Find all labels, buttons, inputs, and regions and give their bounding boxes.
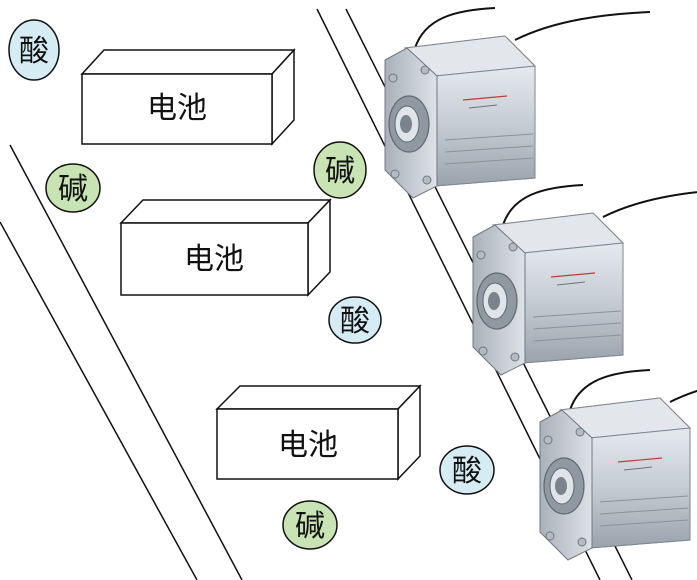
- base-bubble: 碱: [45, 163, 101, 213]
- battery-label: 电池: [184, 242, 244, 277]
- battery-box: 电池: [80, 48, 296, 146]
- base-label: 碱: [295, 509, 325, 544]
- battery-label: 电池: [147, 91, 207, 126]
- pneumatic-cylinder-icon: [384, 7, 651, 199]
- acid-label: 酸: [452, 454, 482, 489]
- base-bubble: 碱: [313, 141, 367, 199]
- battery-label: 电池: [278, 428, 338, 463]
- battery-box: 电池: [215, 384, 422, 481]
- base-bubble: 碱: [282, 500, 338, 550]
- base-label: 碱: [325, 154, 355, 189]
- acid-label: 酸: [19, 34, 49, 69]
- acid-label: 酸: [340, 304, 370, 339]
- pneumatic-cylinder-icon: [472, 184, 697, 376]
- battery-box: 电池: [119, 198, 332, 297]
- acid-bubble: 酸: [439, 445, 495, 495]
- acid-bubble: 酸: [328, 296, 382, 344]
- acid-bubble: 酸: [8, 19, 60, 81]
- conveyor-left-rails: [0, 144, 243, 580]
- base-label: 碱: [58, 172, 88, 207]
- pneumatic-cylinder-icon: [539, 369, 697, 561]
